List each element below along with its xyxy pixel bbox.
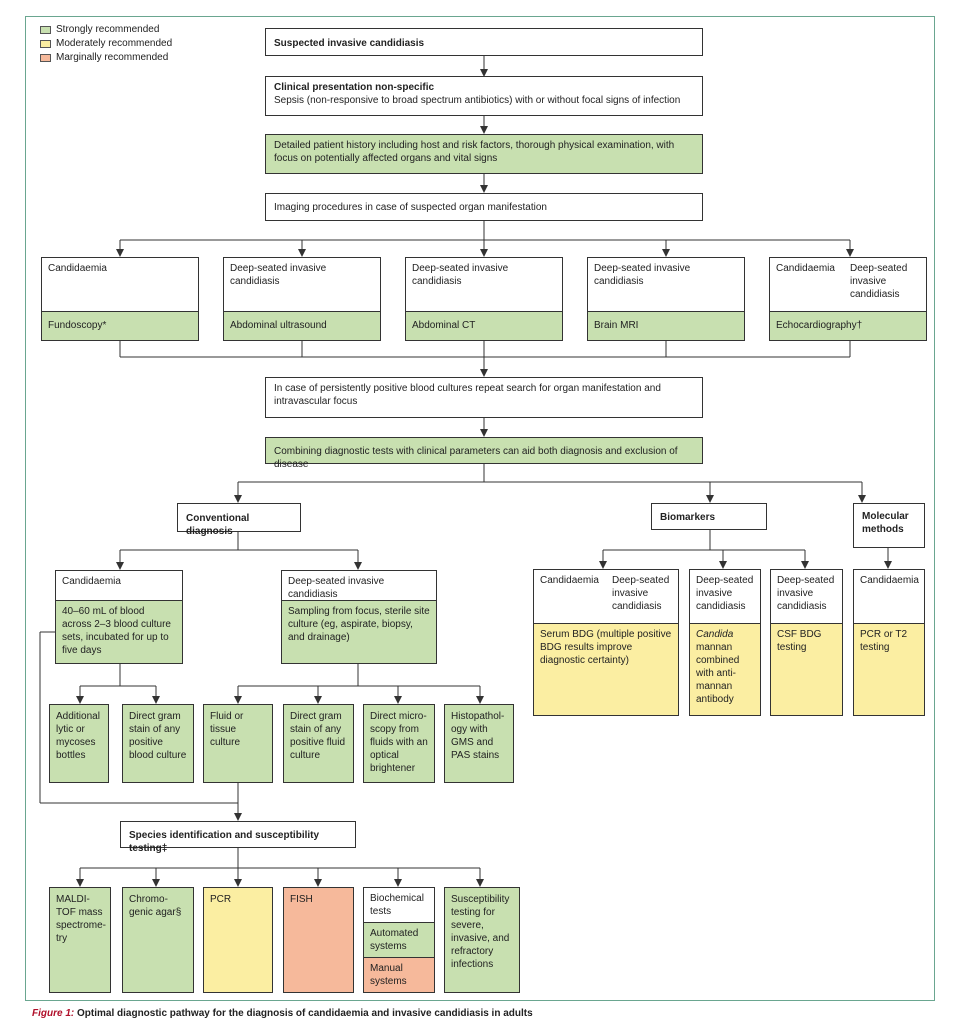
imaging-echocardiography-box: Candidaemia Deep-seated invasive candidi… xyxy=(769,257,927,341)
fluid-tissue-culture-box: Fluid or tissue culture xyxy=(203,704,273,783)
gram-stain-blood-box: Direct gram stain of any positive blood … xyxy=(122,704,194,783)
suspected-invasive-candidiasis-box: Suspected invasive candidiasis xyxy=(265,28,703,56)
imaging-deep-abdominal-ct-box: Deep-seated invasive candidiasis Abdomin… xyxy=(405,257,563,341)
legend-swatch-marginal xyxy=(40,54,51,62)
legend-label-marginal: Marginally recommended xyxy=(56,52,169,63)
fish-text: FISH xyxy=(290,894,313,905)
figure-frame xyxy=(25,16,935,1001)
conventional-diagnosis-label: Conventional diagnosis xyxy=(186,513,250,537)
mannan-method: Candida mannan combined with anti-mannan… xyxy=(690,624,760,715)
maldi-tof-text: MALDI-TOF mass spectrome-try xyxy=(56,894,107,944)
maldi-tof-box: MALDI-TOF mass spectrome-try xyxy=(49,887,111,993)
direct-microscopy-text: Direct micro-scopy from fluids with an o… xyxy=(370,711,428,774)
manual-systems-cell: Manual systems xyxy=(364,958,434,992)
imaging-echo-candidaemia-header: Candidaemia xyxy=(770,258,844,312)
patient-history-box: Detailed patient history including host … xyxy=(265,134,703,174)
chromogenic-agar-box: Chromo-genic agar§ xyxy=(122,887,194,993)
susceptibility-testing-box: Susceptibility testing for severe, invas… xyxy=(444,887,520,993)
persistent-cultures-box: In case of persistently positive blood c… xyxy=(265,377,703,418)
biochemical-tests-header: Biochemical tests xyxy=(364,888,434,923)
molecular-methods-box: Molecular methods xyxy=(853,503,925,548)
biochemical-tests-box: Biochemical tests Automated systems Manu… xyxy=(363,887,435,993)
abdominal-ct-method: Abdominal CT xyxy=(406,312,562,340)
abdominal-ultrasound-method: Abdominal ultrasound xyxy=(224,312,380,340)
patient-history-text: Detailed patient history including host … xyxy=(274,140,675,164)
figure-label: Figure 1: xyxy=(32,1008,75,1019)
imaging-deep-abdominal-us-box: Deep-seated invasive candidiasis Abdomin… xyxy=(223,257,381,341)
biomarkers-label: Biomarkers xyxy=(660,512,716,523)
serum-bdg-candidaemia-header: Candidaemia xyxy=(534,570,606,624)
species-identification-label: Species identification and susceptibilit… xyxy=(129,830,320,854)
imaging-deep-header-2: Deep-seated invasive candidiasis xyxy=(406,258,562,312)
clinical-presentation-text: Sepsis (non-responsive to broad spectrum… xyxy=(274,95,681,106)
imaging-candidaemia-header: Candidaemia xyxy=(42,258,198,312)
brain-mri-method: Brain MRI xyxy=(588,312,744,340)
molecular-candidaemia-header: Candidaemia xyxy=(854,570,924,624)
legend-label-strong: Strongly recommended xyxy=(56,24,160,35)
biomarkers-box: Biomarkers xyxy=(651,503,767,530)
pcr-box: PCR xyxy=(203,887,273,993)
echocardiography-method: Echocardiography† xyxy=(770,312,926,340)
molecular-methods-label: Molecular methods xyxy=(862,511,909,535)
imaging-deep-header-1: Deep-seated invasive candidiasis xyxy=(224,258,380,312)
clinical-presentation-title: Clinical presentation non-specific xyxy=(274,82,435,93)
histopathology-text: Histopathol-ogy with GMS and PAS stains xyxy=(451,711,505,761)
chromogenic-agar-text: Chromo-genic agar§ xyxy=(129,894,182,918)
conv-deep-seated-header: Deep-seated invasive candidiasis xyxy=(282,571,436,601)
histopathology-box: Histopathol-ogy with GMS and PAS stains xyxy=(444,704,514,783)
imaging-candidaemia-box: Candidaemia Fundoscopy* xyxy=(41,257,199,341)
molecular-candidaemia-box: Candidaemia PCR or T2 testing xyxy=(853,569,925,716)
mannan-deep-header: Deep-seated invasive candidiasis xyxy=(690,570,760,624)
conv-candidaemia-header: Candidaemia xyxy=(56,571,182,601)
pcr-text: PCR xyxy=(210,894,232,905)
gram-stain-blood-text: Direct gram stain of any positive blood … xyxy=(129,711,187,761)
conv-candidaemia-box: Candidaemia 40–60 mL of blood across 2–3… xyxy=(55,570,183,664)
sampling-focus-method: Sampling from focus, sterile site cultur… xyxy=(282,601,436,663)
imaging-deep-brain-mri-box: Deep-seated invasive candidiasis Brain M… xyxy=(587,257,745,341)
fish-box: FISH xyxy=(283,887,354,993)
gram-stain-fluid-text: Direct gram stain of any positive fluid … xyxy=(290,711,346,761)
mannan-box: Deep-seated invasive candidiasis Candida… xyxy=(689,569,761,716)
candida-italic: Candida xyxy=(696,629,734,640)
lytic-bottles-box: Additional lytic or mycoses bottles xyxy=(49,704,109,783)
mannan-method-text: mannan combined with anti-mannan antibod… xyxy=(696,642,740,705)
suspected-label: Suspected invasive candidiasis xyxy=(274,38,425,49)
legend-label-moderate: Moderately recommended xyxy=(56,38,173,49)
persistent-cultures-text: In case of persistently positive blood c… xyxy=(274,383,661,407)
legend-swatch-moderate xyxy=(40,40,51,48)
lytic-bottles-text: Additional lytic or mycoses bottles xyxy=(56,711,100,761)
csf-bdg-method: CSF BDG testing xyxy=(771,624,842,715)
fundoscopy-method: Fundoscopy* xyxy=(42,312,198,340)
conventional-diagnosis-box: Conventional diagnosis xyxy=(177,503,301,537)
figure-caption: Figure 1: Optimal diagnostic pathway for… xyxy=(32,1008,533,1019)
conv-deep-seated-box: Deep-seated invasive candidiasis Samplin… xyxy=(281,570,437,664)
imaging-echo-deep-header: Deep-seated invasive candidiasis xyxy=(844,258,926,312)
gram-stain-fluid-box: Direct gram stain of any positive fluid … xyxy=(283,704,354,783)
csf-bdg-deep-header: Deep-seated invasive candidiasis xyxy=(771,570,842,624)
species-identification-box: Species identification and susceptibilit… xyxy=(120,821,356,854)
serum-bdg-method: Serum BDG (multiple positive BDG results… xyxy=(534,624,678,715)
susceptibility-testing-text: Susceptibility testing for severe, invas… xyxy=(451,894,510,970)
serum-bdg-box: Candidaemia Deep-seated invasive candidi… xyxy=(533,569,679,716)
csf-bdg-box: Deep-seated invasive candidiasis CSF BDG… xyxy=(770,569,843,716)
imaging-procedures-text: Imaging procedures in case of suspected … xyxy=(274,202,547,213)
automated-systems-cell: Automated systems xyxy=(364,923,434,958)
serum-bdg-deep-header: Deep-seated invasive candidiasis xyxy=(606,570,678,624)
fluid-tissue-culture-text: Fluid or tissue culture xyxy=(210,711,244,748)
clinical-presentation-box: Clinical presentation non-specific Sepsi… xyxy=(265,76,703,116)
pcr-t2-method: PCR or T2 testing xyxy=(854,624,924,715)
imaging-deep-header-3: Deep-seated invasive candidiasis xyxy=(588,258,744,312)
direct-microscopy-box: Direct micro-scopy from fluids with an o… xyxy=(363,704,435,783)
figure-caption-text: Optimal diagnostic pathway for the diagn… xyxy=(77,1008,533,1019)
legend-swatch-strong xyxy=(40,26,51,34)
combining-tests-box: Combining diagnostic tests with clinical… xyxy=(265,437,703,470)
blood-culture-method: 40–60 mL of blood across 2–3 blood cultu… xyxy=(56,601,182,663)
combining-tests-text: Combining diagnostic tests with clinical… xyxy=(274,446,678,470)
imaging-procedures-box: Imaging procedures in case of suspected … xyxy=(265,193,703,221)
